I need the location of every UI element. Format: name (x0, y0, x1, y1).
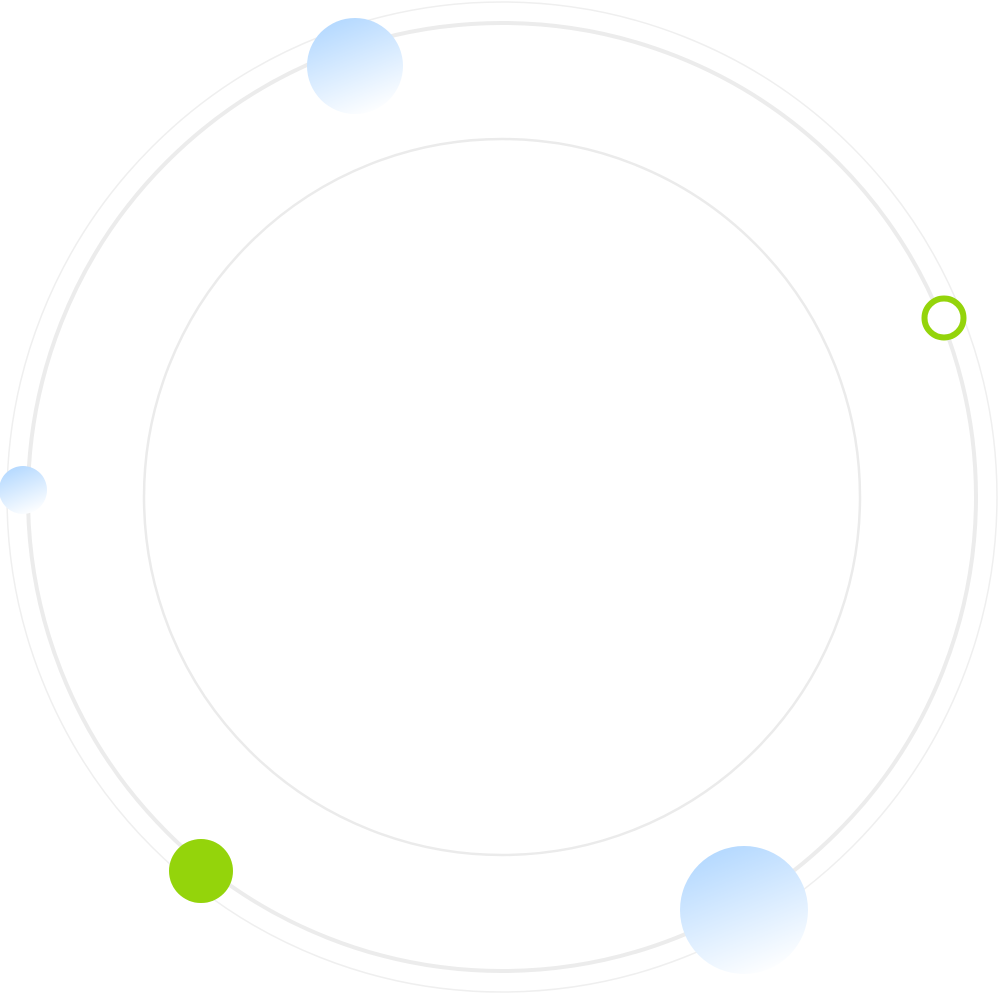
bubble-left (0, 466, 47, 514)
outer-ring (6, 1, 998, 993)
green-dot-bottom-left (169, 839, 233, 903)
inner-ring (142, 137, 862, 857)
bubble-bottom-right (680, 846, 808, 974)
green-ring-right (921, 295, 967, 341)
middle-ring (26, 21, 978, 973)
bubble-top (307, 18, 403, 114)
